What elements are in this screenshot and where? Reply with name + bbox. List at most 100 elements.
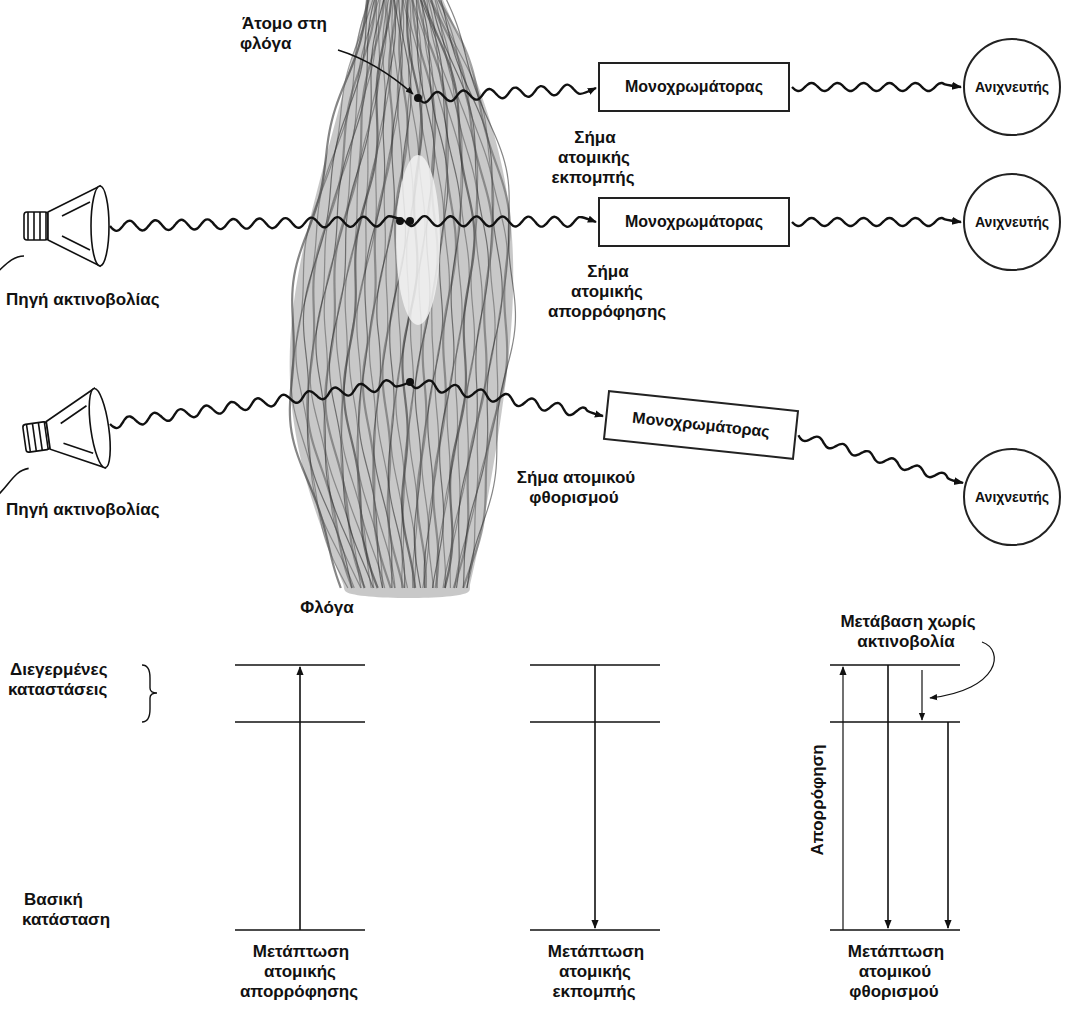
node-text: Μονοχρωμάτορας — [631, 409, 770, 441]
radiation-wave — [110, 216, 405, 231]
ground-level — [830, 929, 960, 931]
lamp-base — [24, 212, 48, 240]
signal-arrow — [792, 218, 961, 226]
lamp-detail — [62, 202, 90, 250]
detector-circle: Ανιχνευτής — [963, 38, 1061, 136]
lamp-cord — [0, 256, 24, 278]
atom-dot — [414, 94, 422, 102]
radiation-wave — [110, 380, 410, 428]
lamp-ridge — [39, 212, 41, 240]
lamp-base — [23, 421, 51, 452]
detector-circle: Ανιχνευτής — [963, 448, 1061, 546]
label-text: Σήμα ατομικής απορρόφησης — [548, 262, 668, 321]
atom-dot — [406, 378, 414, 386]
radiation-wave — [405, 216, 596, 227]
lamp-ridge — [27, 212, 29, 240]
energy-level-diagrams — [142, 642, 994, 930]
emission-arrow — [594, 665, 596, 928]
ground-level — [530, 929, 660, 931]
flame-stroke — [439, 0, 510, 588]
label: Σήμα ατομικής απορρόφησης — [548, 262, 666, 322]
flame-stroke — [441, 0, 502, 588]
label: Άτομο στη φλόγα — [240, 14, 340, 54]
detector-circle: Ανιχνευτής — [963, 173, 1061, 271]
label: Σήμα ατομικού φθορισμού — [500, 468, 650, 508]
lamp-rim — [85, 387, 114, 469]
lamp-rim — [91, 186, 109, 266]
label-text: Μετάπτωση ατομικής εκπομπής — [546, 942, 644, 1001]
leader-line — [338, 50, 413, 94]
lamp-detail — [59, 406, 93, 457]
monochromator-box: Μονοχρωμάτορας — [603, 390, 799, 460]
lamp-cord — [0, 468, 32, 495]
label: Σήμα ατομικής εκπομπής — [538, 128, 650, 188]
label-text: Μετάβαση χωρίς ακτινοβολία — [838, 612, 975, 651]
radiation-wave — [418, 85, 596, 103]
label: Μετάπτωση ατομικής απορρόφησης — [228, 942, 372, 1002]
flame-stroke — [431, 0, 493, 588]
signal-arrow — [798, 435, 963, 483]
excited-level — [235, 664, 365, 666]
excited-level — [830, 721, 960, 723]
lamp-ridge — [32, 423, 36, 451]
flame-stroke — [349, 0, 388, 588]
lamp-ridge — [26, 424, 30, 452]
label: Μετάπτωση ατομικού φθορισμού — [823, 942, 967, 1002]
label: Βασική κατάσταση — [22, 890, 132, 930]
label: Μετάπτωση ατομικής εκπομπής — [523, 942, 667, 1002]
label: Μετάβαση χωρίς ακτινοβολία — [832, 612, 982, 652]
lamp — [0, 186, 109, 278]
lamp-ridge — [45, 212, 47, 240]
label-text: Μετάπτωση ατομικής απορρόφησης — [240, 942, 360, 1001]
flame-stroke — [377, 0, 404, 588]
label-text: Διεγερμένες καταστάσεις — [8, 660, 109, 699]
radiation-waves — [110, 50, 603, 428]
label-text: Απορρόφηση — [808, 742, 827, 857]
absorption-arrow — [299, 667, 301, 930]
absorption-arrow — [842, 667, 843, 930]
flame-stroke — [432, 0, 489, 588]
label-text: Σήμα ατομικής εκπομπής — [551, 128, 636, 187]
label: Διεγερμένες καταστάσεις — [8, 660, 140, 700]
label-text: Σήμα ατομικού φθορισμού — [515, 468, 635, 507]
flame-stroke — [437, 0, 508, 588]
node-text: Ανιχνευτής — [975, 489, 1049, 505]
brace — [142, 665, 157, 722]
atom-dot — [396, 217, 404, 225]
node-text: Ανιχνευτής — [975, 79, 1049, 95]
label-text: Πηγή ακτινοβολίας — [4, 500, 162, 519]
flame-inner-cone — [396, 155, 440, 325]
nonradiative-arrow — [921, 670, 922, 720]
label-text: Άτομο στη φλόγα — [240, 14, 327, 53]
label-text: Φλόγα — [298, 598, 356, 617]
lamp — [0, 387, 116, 495]
lamp-ridge — [33, 212, 35, 240]
atom-dot — [406, 217, 414, 225]
monochromator-box: Μονοχρωμάτορας — [598, 62, 790, 112]
flame — [290, 0, 516, 598]
flame-stroke — [324, 0, 376, 588]
fluorescence-arrow — [947, 722, 949, 928]
label-text: Βασική κατάσταση — [22, 890, 112, 929]
signal-arrow — [792, 83, 961, 91]
lamp-ridge — [38, 423, 42, 451]
label-text: Μετάπτωση ατομικού φθορισμού — [846, 942, 944, 1001]
monochromator-box: Μονοχρωμάτορας — [598, 197, 790, 247]
excited-level — [830, 664, 960, 666]
label: Πηγή ακτινοβολίας — [4, 500, 194, 520]
flame-body — [290, 0, 514, 598]
flame-stroke — [447, 0, 516, 588]
flame-stroke — [430, 0, 478, 588]
label-text: Πηγή ακτινοβολίας — [4, 290, 162, 309]
radiation-sources — [0, 186, 116, 495]
fluorescence-arrow — [887, 665, 889, 928]
label: Πηγή ακτινοβολίας — [4, 290, 194, 310]
radiation-wave — [410, 380, 603, 416]
node-text: Ανιχνευτής — [975, 214, 1049, 230]
flame-stroke — [344, 0, 391, 588]
node-text: Μονοχρωμάτορας — [625, 213, 763, 231]
node-text: Μονοχρωμάτορας — [625, 78, 763, 96]
flame-stroke — [341, 0, 386, 588]
flame-stroke — [363, 0, 398, 588]
label: Απορρόφηση — [808, 740, 828, 860]
